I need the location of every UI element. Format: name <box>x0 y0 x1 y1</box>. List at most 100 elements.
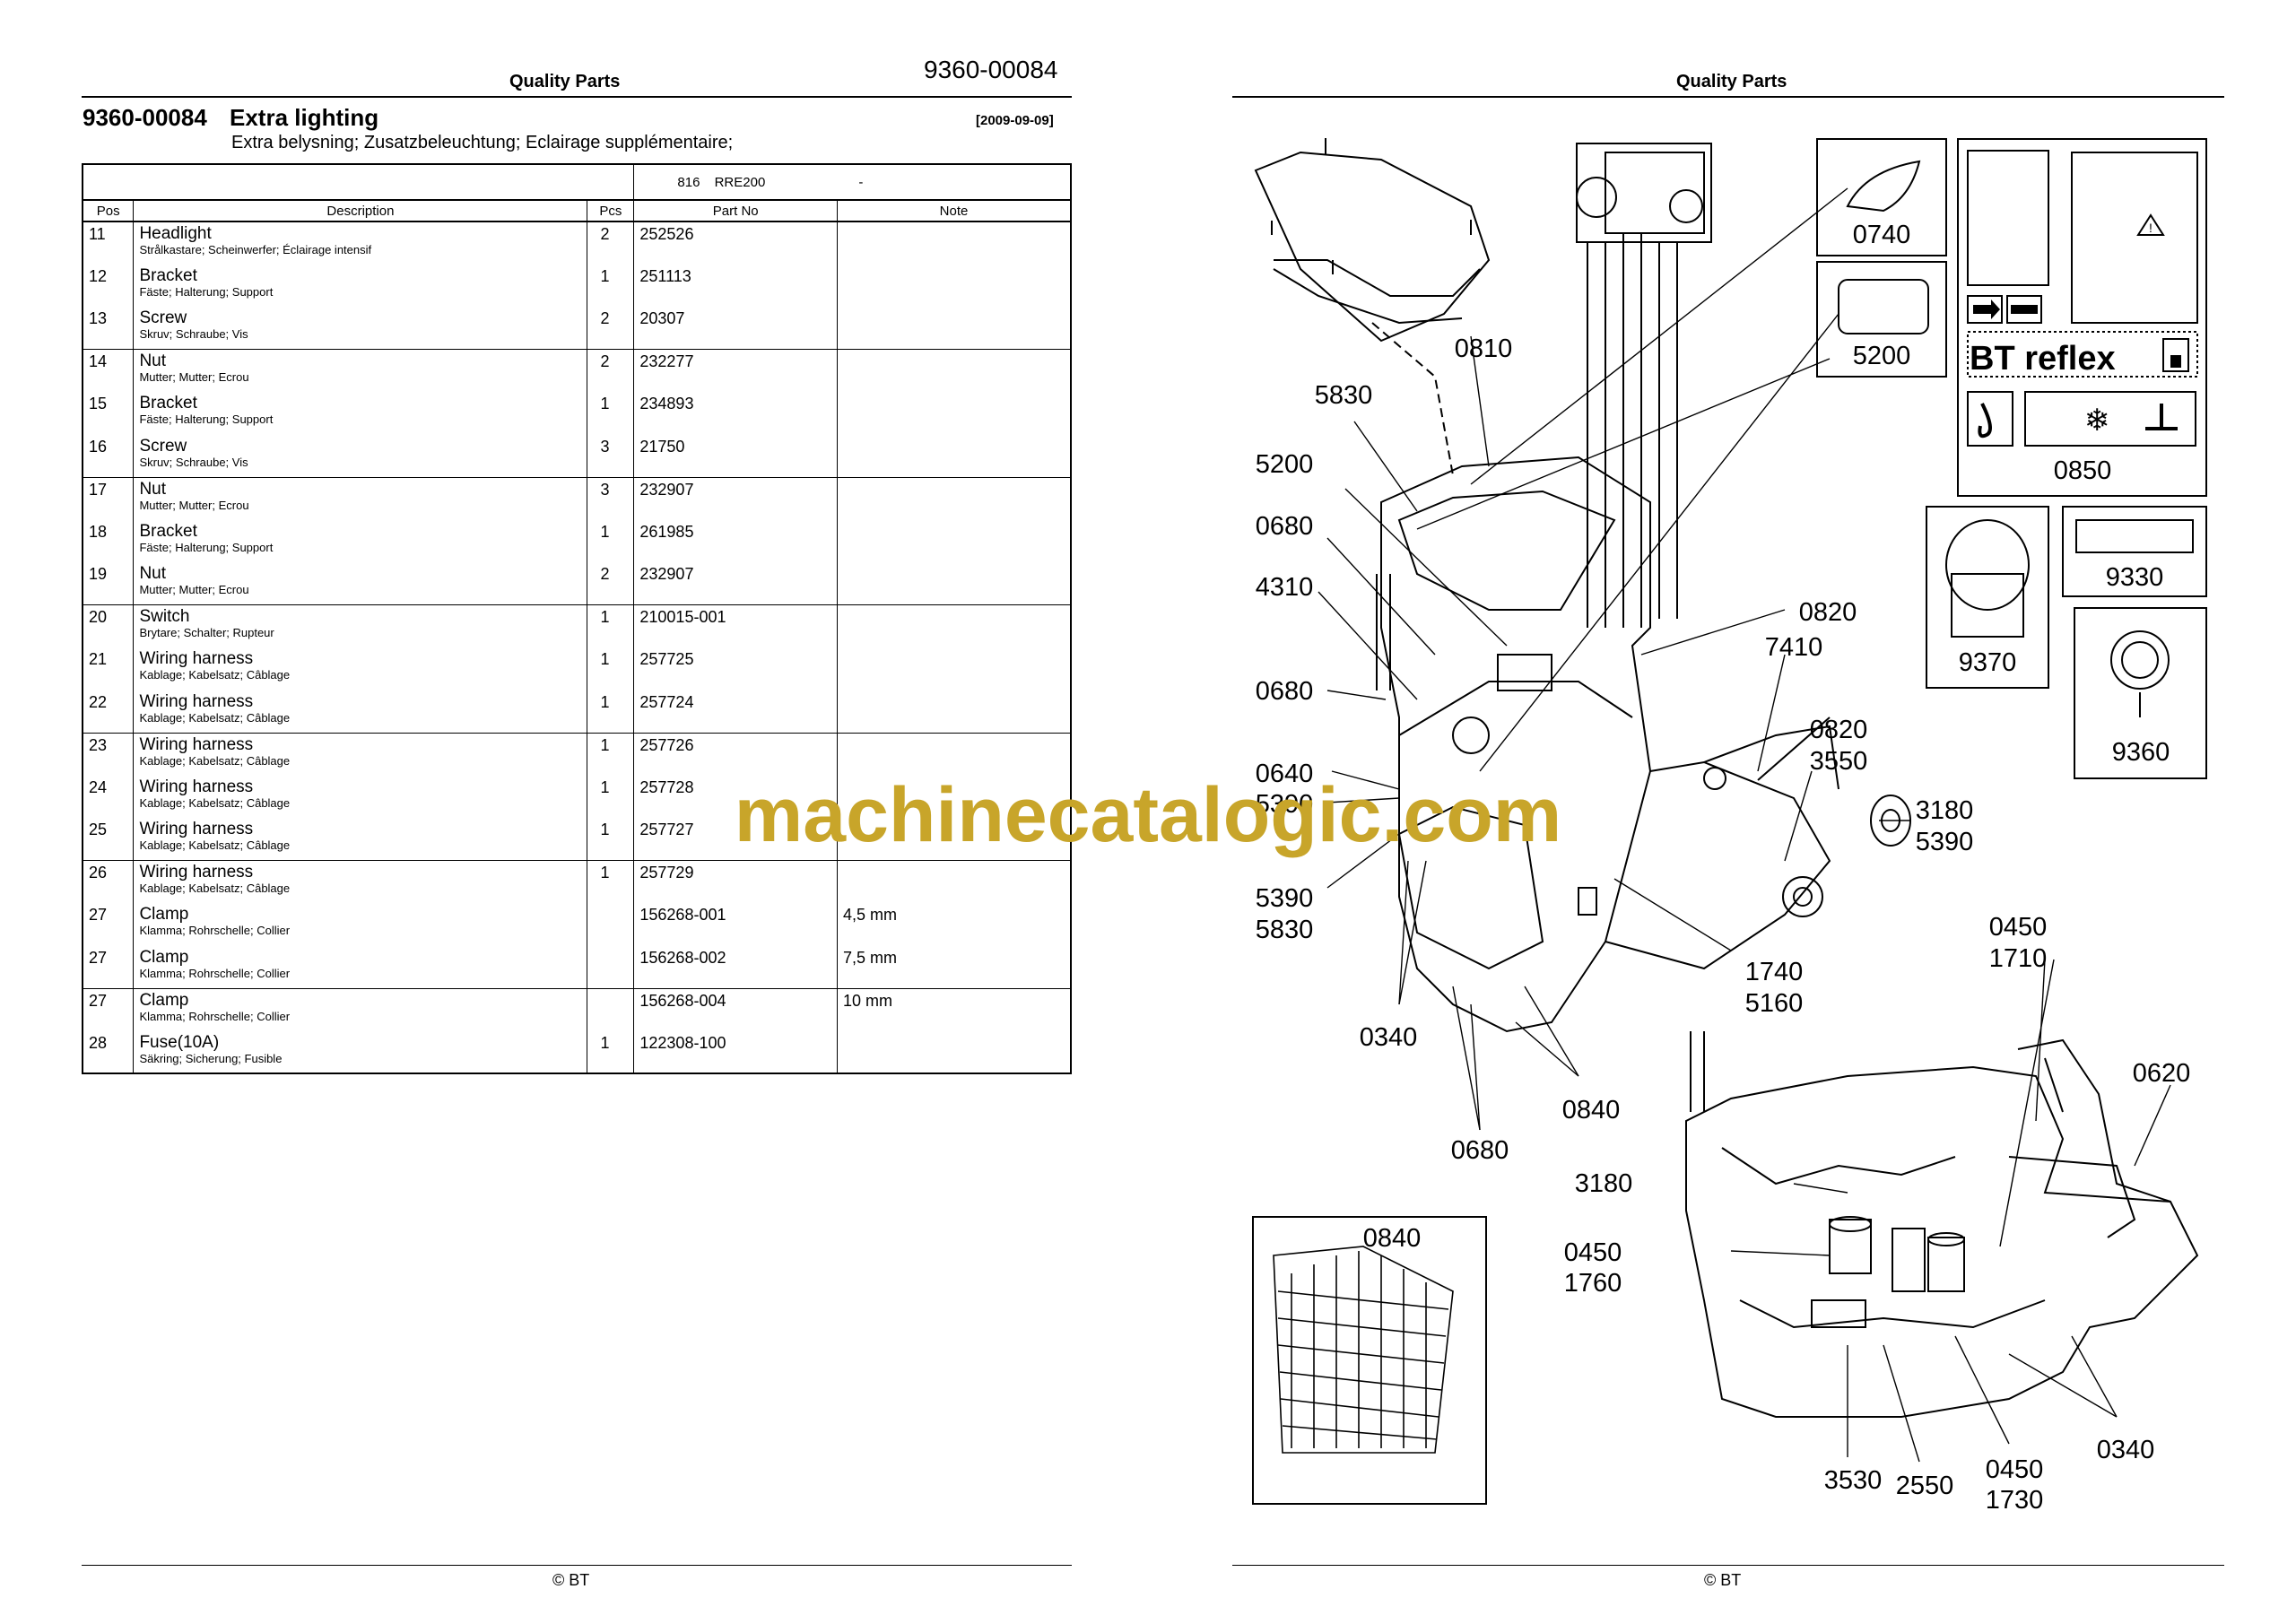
cell-partno: 257726 <box>633 732 838 776</box>
cell-partno: 21750 <box>633 434 838 477</box>
model-dash: - <box>858 174 864 190</box>
callout-0680-b: 0680 <box>1255 677 1314 706</box>
description-translations: Kablage; Kabelsatz; Câblage <box>139 710 291 725</box>
sticker-brand: BT reflex <box>1970 340 2116 378</box>
cell-partno: 234893 <box>633 392 838 435</box>
cell-note <box>837 434 1071 477</box>
description-translations: Strålkastare; Scheinwerfer; Éclairage in… <box>139 243 372 256</box>
callout-0640: 0640 <box>1255 760 1314 788</box>
col-header-note: Note <box>837 200 1071 222</box>
callout-2550: 2550 <box>1895 1472 1954 1500</box>
description-translations: Klamma; Rohrschelle; Collier <box>139 966 291 980</box>
cell-pcs: 1 <box>587 818 634 861</box>
callout-0450-a: 0450 <box>1988 913 2048 942</box>
callout-0340-left: 0340 <box>1359 1023 1418 1052</box>
description-main: Nut <box>139 352 167 370</box>
description-main: Screw <box>139 308 187 327</box>
cell-note <box>837 307 1071 350</box>
truck-body-drawing <box>1376 456 1839 1033</box>
model-row: 816 RRE200 - <box>83 164 1071 201</box>
cell-pcs: 1 <box>587 732 634 776</box>
description-main: Nut <box>139 479 167 499</box>
description-translations: Kablage; Kabelsatz; Câblage <box>139 838 291 852</box>
callout-3550: 3550 <box>1809 747 1868 776</box>
callout-5200-left: 5200 <box>1255 450 1314 479</box>
description-translations: Mutter; Mutter; Ecrou <box>139 498 249 512</box>
overhead-guard-drawing <box>1254 138 1491 476</box>
box-0740 <box>1816 138 1947 256</box>
callout-3530: 3530 <box>1823 1466 1883 1495</box>
description-translations: Fäste; Halterung; Support <box>139 540 274 554</box>
cell-pos: 18 <box>89 522 108 541</box>
cabin-detail-drawing <box>1685 1031 2199 1418</box>
description-translations: Klamma; Rohrschelle; Collier <box>139 1009 291 1023</box>
right-header-rule <box>1232 96 2224 98</box>
cell-pcs: 2 <box>587 349 634 392</box>
leader-lines <box>1318 187 2171 1463</box>
description-main: Clamp <box>139 990 189 1010</box>
model-number: 816 <box>677 174 700 190</box>
sticker-icons: ! ❄ <box>1973 213 2189 439</box>
callout-3180-wheel: 3180 <box>1915 796 1974 825</box>
description-main: Bracket <box>139 521 197 541</box>
callout-0450-b: 0450 <box>1563 1238 1622 1267</box>
cell-pcs: 1 <box>587 604 634 647</box>
cell-partno: 20307 <box>633 307 838 350</box>
callout-0850: 0850 <box>2053 456 2112 485</box>
cell-note <box>837 860 1071 903</box>
cell-note <box>837 221 1071 265</box>
description-translations: Kablage; Kabelsatz; Câblage <box>139 881 291 895</box>
cell-note <box>837 1030 1071 1073</box>
cell-partno: 252526 <box>633 221 838 265</box>
description-translations: Fäste; Halterung; Support <box>139 413 274 426</box>
cell-partno: 232907 <box>633 562 838 605</box>
cell-pcs: 2 <box>587 221 634 265</box>
cell-pos: 15 <box>89 395 108 413</box>
left-footer-rule <box>82 1565 1072 1566</box>
parts-table: 816 RRE200 - Pos Description Pcs Part No… <box>82 163 1072 1074</box>
callout-4310: 4310 <box>1255 573 1314 602</box>
description-translations: Mutter; Mutter; Ecrou <box>139 583 249 596</box>
cell-pos: 14 <box>83 349 134 392</box>
callout-5390-a: 5390 <box>1255 790 1314 819</box>
description-translations: Fäste; Halterung; Support <box>139 284 274 299</box>
description-translations: Säkring; Sicherung; Fusible <box>139 1051 283 1065</box>
callout-9360: 9360 <box>2111 738 2170 767</box>
description-main: Wiring harness <box>139 691 254 711</box>
description-main: Wiring harness <box>139 649 254 668</box>
description-translations: Brytare; Schalter; Rupteur <box>139 626 274 639</box>
cell-pcs: 1 <box>587 775 634 818</box>
col-header-description: Description <box>133 200 587 222</box>
cell-pos: 16 <box>89 437 108 456</box>
description-translations: Mutter; Mutter; Ecrou <box>139 370 249 384</box>
cell-description: Fuse(10A)Säkring; Sicherung; Fusible <box>133 1030 587 1073</box>
cell-pos: 11 <box>89 225 106 243</box>
table-header-row: Pos Description Pcs Part No Note <box>83 200 1071 222</box>
cell-partno: 122308-100 <box>633 1030 838 1073</box>
cell-pcs: 1 <box>587 860 634 903</box>
callout-0620: 0620 <box>2132 1059 2191 1088</box>
cell-pcs: 3 <box>587 476 634 520</box>
callout-0820-a: 0820 <box>1798 598 1857 627</box>
callout-0680-c: 0680 <box>1450 1136 1509 1165</box>
